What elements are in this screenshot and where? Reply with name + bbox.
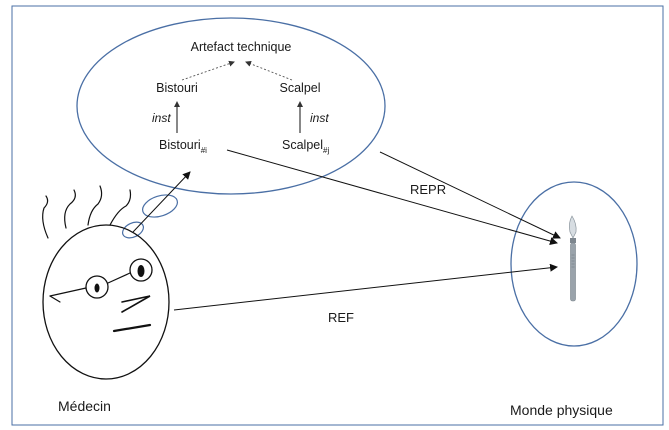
instance-left-subscript: #i xyxy=(201,146,207,155)
repr-label: REPR xyxy=(410,182,446,197)
ref-arrow xyxy=(173,263,558,311)
thought-bubble-small xyxy=(122,221,144,239)
subsumption-arrow-right xyxy=(245,61,293,81)
mental-representation-bubble xyxy=(76,17,386,195)
ref-label: REF xyxy=(328,310,354,325)
inst-label-right: inst xyxy=(310,111,329,125)
thought-bubble-medium xyxy=(142,194,178,218)
concept-root-label: Artefact technique xyxy=(191,40,292,54)
instance-right-base: Scalpel xyxy=(282,138,323,152)
scalpel-icon xyxy=(568,215,577,302)
inst-label-left: inst xyxy=(152,111,171,125)
concept-left-label: Bistouri xyxy=(156,81,198,95)
instance-right-label: Scalpel#j xyxy=(282,138,329,155)
concept-right-label: Scalpel xyxy=(280,81,321,95)
repr-arrow-scalpel xyxy=(379,151,561,239)
instance-right-subscript: #j xyxy=(323,146,329,155)
instance-left-label: Bistouri#i xyxy=(159,138,207,155)
thought-arrow xyxy=(132,171,191,233)
instance-left-base: Bistouri xyxy=(159,138,201,152)
repr-arrow-bistouri xyxy=(226,149,558,245)
face-sketch-icon xyxy=(42,185,170,380)
physical-world-label: Monde physique xyxy=(510,402,613,418)
doctor-label: Médecin xyxy=(58,398,111,414)
outer-border xyxy=(11,5,664,426)
physical-world-circle xyxy=(510,181,638,347)
subsumption-arrow-left xyxy=(181,60,235,81)
